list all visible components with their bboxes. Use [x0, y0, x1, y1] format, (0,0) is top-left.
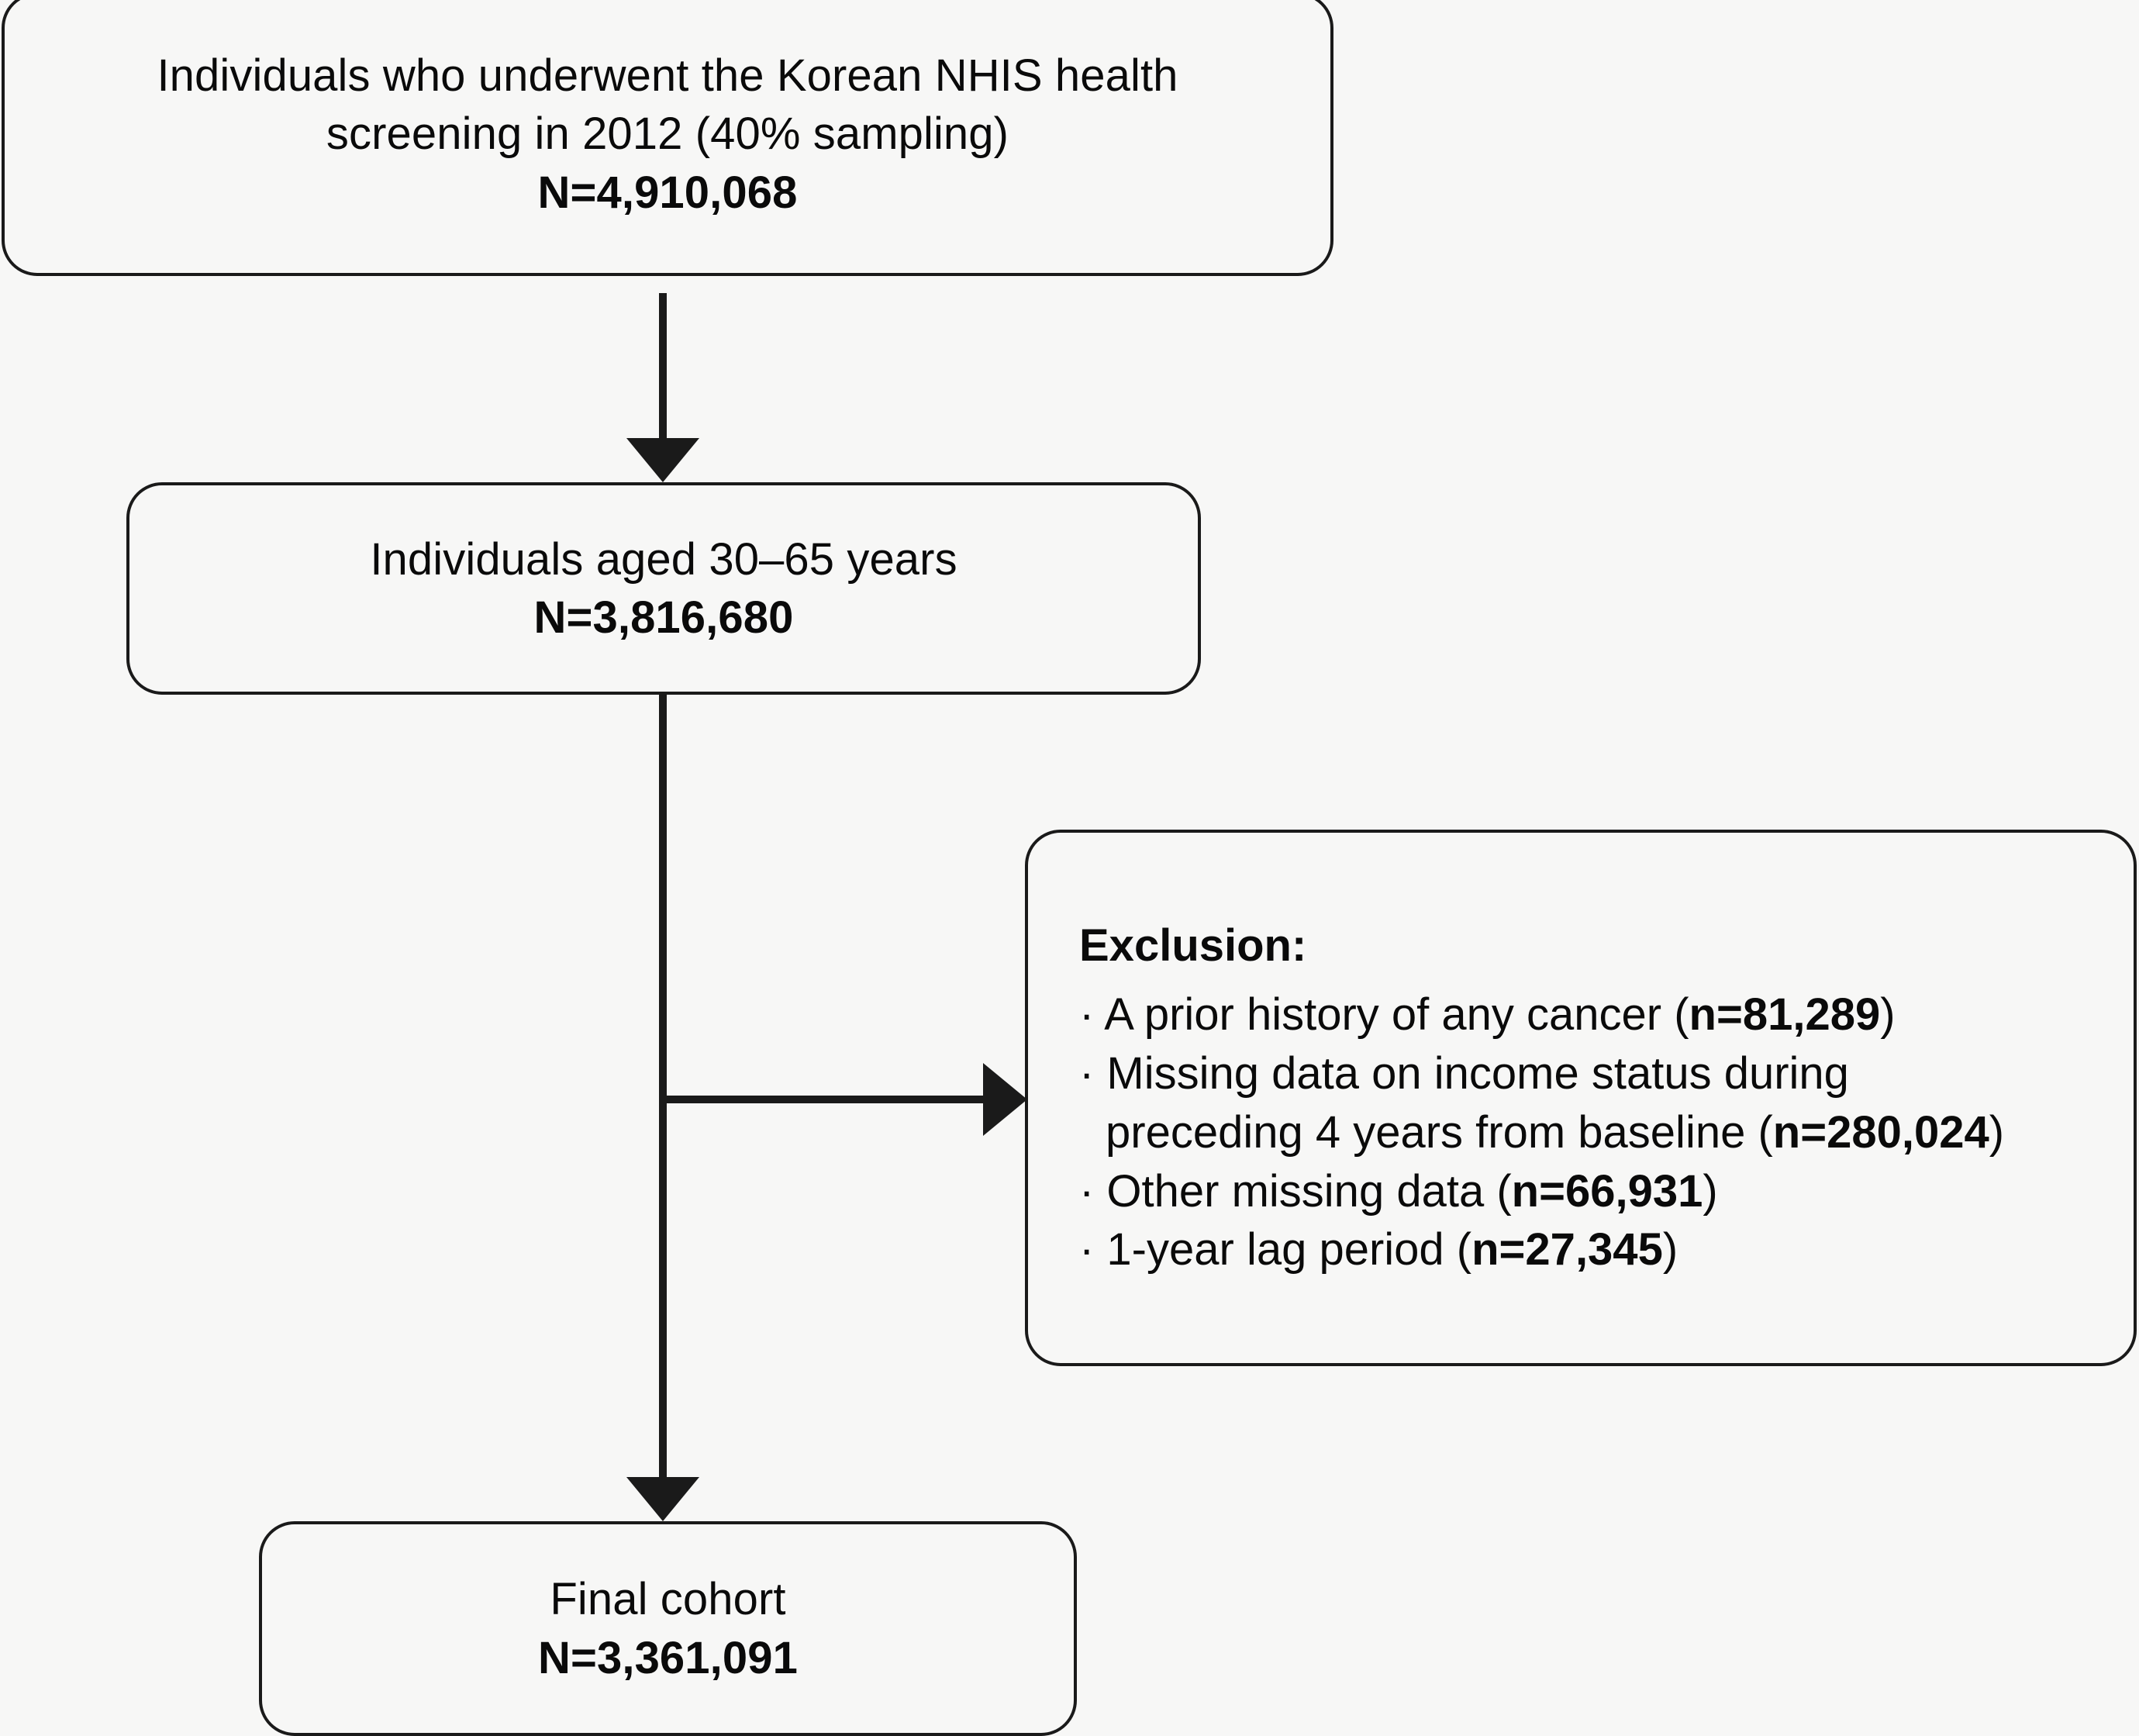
exclusion-item-prior-cancer: · A prior history of any cancer (n=81,28… — [1079, 985, 1896, 1044]
exclusion-item-4-close: ) — [1662, 1224, 1678, 1275]
final-count: N=3,361,091 — [538, 1632, 798, 1683]
exclusion-item-missing-income-line-2: preceding 4 years from baseline (n=280,0… — [1079, 1103, 2004, 1162]
source-line-1: Individuals who underwent the Korean NHI… — [157, 50, 1178, 101]
exclusion-item-1-close: ) — [1880, 989, 1896, 1041]
exclusion-item-2-text: · Missing data on income status during — [1079, 1048, 1849, 1099]
exclusion-item-2-text-cont: preceding 4 years from baseline ( — [1106, 1106, 1773, 1158]
exclusion-item-4-count: n=27,345 — [1471, 1224, 1663, 1275]
exclusion-item-2-close: ) — [1989, 1106, 2005, 1158]
source-count: N=4,910,068 — [537, 167, 798, 218]
exclusion-title: Exclusion: — [1079, 920, 1307, 972]
final-line-1: Final cohort — [550, 1574, 786, 1625]
connector-aged-to-exclusion — [663, 1063, 1027, 1136]
connector-source-to-aged — [626, 293, 699, 482]
node-age-restricted: Individuals aged 30–65 years N=3,816,680 — [126, 482, 1201, 695]
exclusion-item-lag-period: · 1-year lag period (n=27,345) — [1079, 1220, 1678, 1279]
node-exclusion-criteria: Exclusion: · A prior history of any canc… — [1025, 830, 2137, 1366]
aged-count: N=3,816,680 — [533, 592, 794, 643]
exclusion-item-3-close: ) — [1703, 1165, 1718, 1217]
node-final-cohort: Final cohort N=3,361,091 — [259, 1521, 1077, 1736]
aged-line-1: Individuals aged 30–65 years — [370, 533, 957, 585]
exclusion-item-missing-income-line-1: · Missing data on income status during — [1079, 1044, 1849, 1103]
node-source-population: Individuals who underwent the Korean NHI… — [2, 0, 1333, 276]
exclusion-item-other-missing: · Other missing data (n=66,931) — [1079, 1162, 1718, 1221]
connector-aged-to-final — [626, 695, 699, 1521]
exclusion-item-2-count: n=280,024 — [1772, 1106, 1989, 1158]
exclusion-item-4-text: · 1-year lag period ( — [1079, 1224, 1472, 1275]
exclusion-item-3-text: · Other missing data ( — [1079, 1165, 1512, 1217]
exclusion-item-1-count: n=81,289 — [1689, 989, 1881, 1041]
exclusion-item-3-count: n=66,931 — [1511, 1165, 1703, 1217]
source-line-2: screening in 2012 (40% sampling) — [326, 109, 1009, 160]
exclusion-item-1-text: · A prior history of any cancer ( — [1079, 989, 1689, 1041]
